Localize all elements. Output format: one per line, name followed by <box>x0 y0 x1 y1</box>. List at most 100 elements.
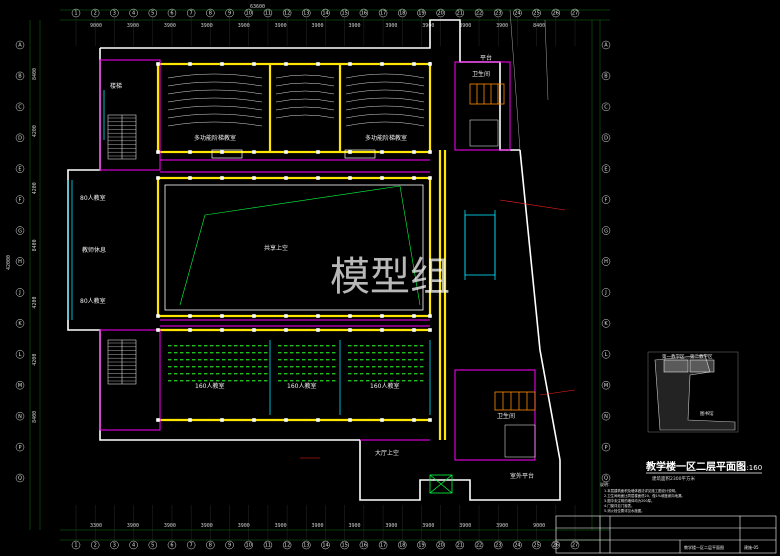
seat <box>360 366 364 368</box>
stair-right-bottom <box>504 424 536 458</box>
seat <box>378 352 382 354</box>
left-axis-bubble-label: M <box>18 383 22 389</box>
seat <box>414 380 418 382</box>
left-axis-bubble <box>15 40 25 50</box>
left-axis-bubble <box>15 226 25 235</box>
seat <box>414 359 418 361</box>
seat <box>360 359 364 361</box>
right-axis-bubble <box>601 71 611 81</box>
room-label-80-bottom: 80人教室 <box>80 297 106 305</box>
seat <box>204 366 208 368</box>
seat <box>252 352 256 354</box>
seat <box>420 380 424 382</box>
seat <box>258 373 262 375</box>
seat <box>314 352 318 354</box>
seat <box>384 359 388 361</box>
right-axis-bubble <box>601 288 611 297</box>
seat <box>354 345 358 347</box>
room-label-80-top: 80人教室 <box>80 194 106 202</box>
seat <box>290 359 294 361</box>
seat <box>186 359 190 361</box>
seat <box>258 345 262 347</box>
left-axis-bubble <box>15 164 25 173</box>
bottom-axis-bubble-label: 10 <box>246 543 252 549</box>
seat <box>222 352 226 354</box>
seat <box>414 366 418 368</box>
bottom-axis-bubble-label: 12 <box>284 543 290 549</box>
left-dimension: 4200 <box>32 125 38 137</box>
seat <box>302 366 306 368</box>
seat <box>192 366 196 368</box>
left-axis-bubble-label: L <box>19 352 22 358</box>
seat <box>354 352 358 354</box>
seat <box>264 359 268 361</box>
room-label-atrium: 共享上空 <box>264 244 288 252</box>
bottom-axis-bubble-label: 7 <box>190 543 193 549</box>
top-dimension: 3900 <box>385 23 397 29</box>
seat <box>258 380 262 382</box>
seat <box>360 373 364 375</box>
column-marker <box>412 176 416 180</box>
column-marker <box>428 314 432 318</box>
seat <box>198 366 202 368</box>
bottom-dimension: 3900 <box>348 523 360 529</box>
seat <box>216 352 220 354</box>
atrium-void-lines <box>179 185 421 306</box>
column-marker <box>252 314 256 318</box>
top-axis-bubble-label: 5 <box>151 11 154 17</box>
seat <box>302 380 306 382</box>
seat <box>186 352 190 354</box>
left-axis-bubble-label: A <box>18 43 22 49</box>
bottom-dimension: 3900 <box>459 523 471 529</box>
column-marker <box>284 418 288 422</box>
seat <box>174 352 178 354</box>
seat <box>278 352 282 354</box>
columns <box>156 62 432 422</box>
left-axis-bubble <box>15 288 25 297</box>
site-plan: 第一教学区 第二教学区 图书馆 <box>647 351 739 433</box>
column-marker <box>220 62 224 66</box>
column-marker <box>252 418 256 422</box>
axis-grid <box>29 9 610 541</box>
seat <box>396 380 400 382</box>
column-marker <box>316 328 320 332</box>
bottom-axis-bubble-label: 16 <box>361 543 367 549</box>
seat <box>192 352 196 354</box>
seat <box>290 345 294 347</box>
top-axis-bubble-label: 10 <box>246 11 252 17</box>
seat <box>290 366 294 368</box>
seat <box>278 380 282 382</box>
bottom-axis-bubble-label: 18 <box>399 543 405 549</box>
seat <box>320 366 324 368</box>
column-marker <box>284 328 288 332</box>
seat <box>186 345 190 347</box>
seat <box>278 345 282 347</box>
seat <box>168 359 172 361</box>
column-marker <box>188 328 192 332</box>
seat <box>222 380 226 382</box>
column-marker <box>428 176 432 180</box>
column-marker <box>156 150 160 154</box>
site-label-c: 图书馆 <box>700 410 714 417</box>
column-marker <box>412 314 416 318</box>
seat <box>264 366 268 368</box>
seat <box>408 366 412 368</box>
column-marker <box>412 418 416 422</box>
site-label-a: 第一教学区 <box>662 353 685 360</box>
seat <box>168 352 172 354</box>
left-dimension: 4200 <box>32 297 38 309</box>
column-marker <box>156 314 160 318</box>
seat <box>366 345 370 347</box>
drawing-scale: 1:160 <box>742 464 762 472</box>
top-axis-bubble-label: 2 <box>94 11 97 17</box>
seat <box>290 352 294 354</box>
seat <box>366 359 370 361</box>
left-axis-bubble <box>15 195 25 204</box>
right-axis-bubble <box>601 473 611 483</box>
seat <box>308 373 312 375</box>
bottom-dimension: 3900 <box>422 523 434 529</box>
bottom-axis-bubble-label: 13 <box>303 543 309 549</box>
column-marker <box>348 150 352 154</box>
seat <box>314 366 318 368</box>
note-3: 2.卫生间地面比同层楼面低20，做1%坡度坡向地漏。 <box>604 493 685 498</box>
